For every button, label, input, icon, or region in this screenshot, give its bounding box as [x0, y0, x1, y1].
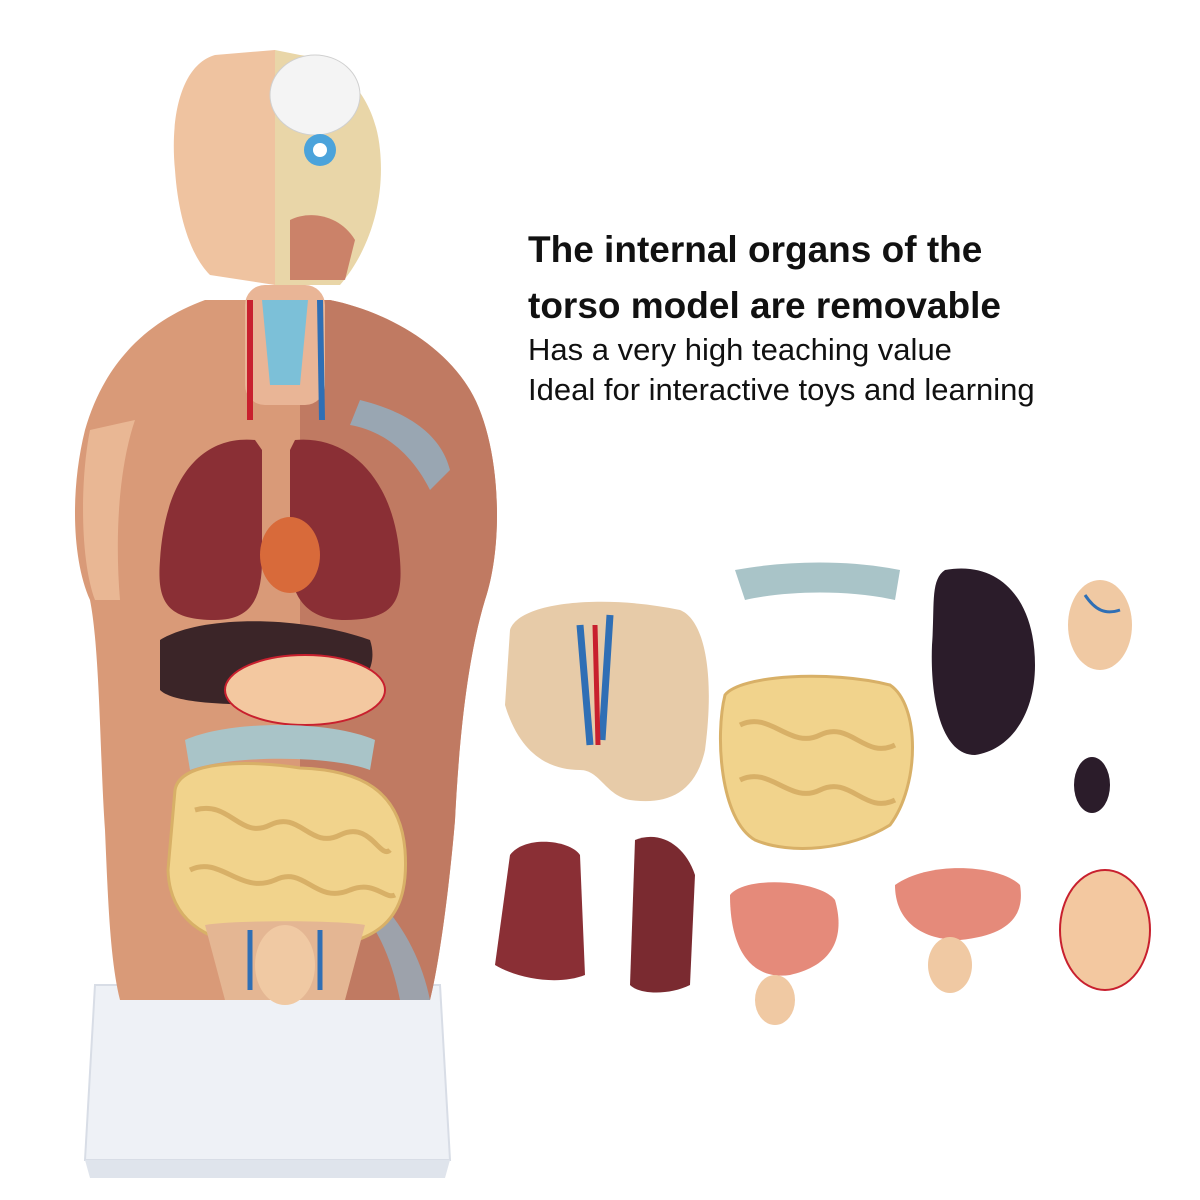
torso-model [74, 50, 497, 1178]
stomach-piece [1059, 869, 1151, 991]
feature-list: Has a very high teaching value Ideal for… [528, 330, 1168, 410]
feature-item: Ideal for interactive toys and learning [528, 372, 1035, 407]
stomach [224, 654, 386, 726]
lung-piece-left [495, 841, 585, 981]
headline: The internal organs of the torso model a… [528, 222, 1168, 334]
colon-piece [735, 562, 900, 600]
lungs [159, 439, 401, 620]
heart-piece [1068, 580, 1132, 670]
heart [260, 517, 320, 593]
headline-line-2: torso model are removable [528, 285, 1001, 326]
pelvis-organs [205, 921, 365, 1005]
bladder-piece [730, 882, 839, 976]
neck-vessels [245, 285, 325, 421]
intestines [166, 762, 408, 952]
lung-piece-right [630, 836, 695, 993]
removable-organs [495, 562, 1151, 1025]
kidney [1074, 757, 1110, 813]
headline-line-1: The internal organs of the [528, 229, 983, 270]
spleen [931, 568, 1035, 755]
transverse-colon [185, 725, 375, 770]
head-section [173, 50, 381, 285]
feature-item: Has a very high teaching value [528, 332, 952, 367]
model-base [83, 984, 452, 1178]
uterus-piece [895, 868, 1021, 940]
intestine-piece [718, 674, 914, 850]
